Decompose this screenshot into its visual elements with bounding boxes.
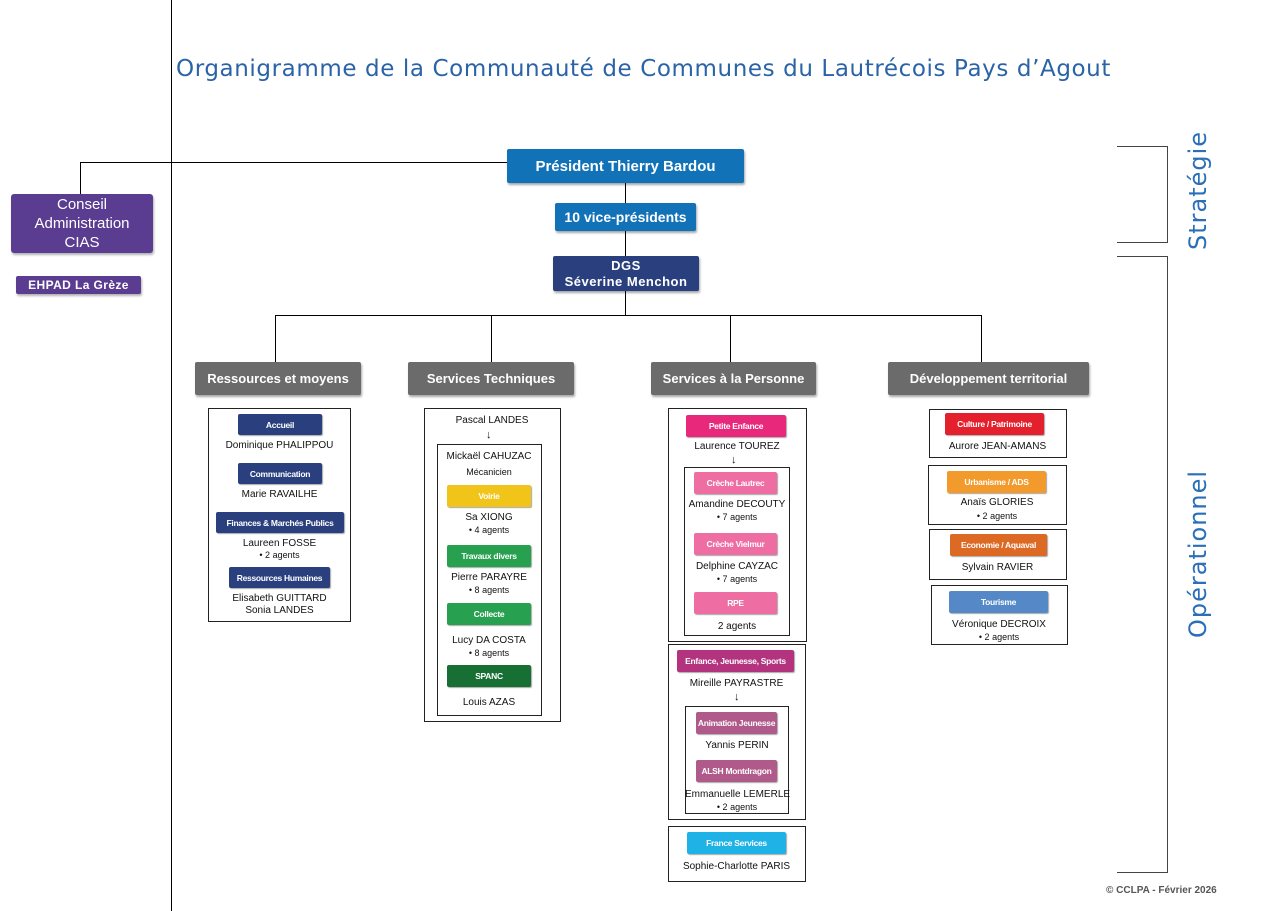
economie-name: Sylvain RAVIER [961, 562, 1034, 573]
connector-conseil-down [80, 162, 81, 194]
strategie-bracket [1117, 146, 1168, 243]
tourisme-agents: • 2 agents [978, 632, 1020, 642]
techniques-head-name: Pascal LANDES [455, 415, 529, 426]
anim-name: Yannis PERIN [705, 740, 769, 751]
creche-vielmur-agents: • 7 agents [716, 574, 758, 584]
chip-collecte: Collecte [447, 603, 531, 625]
chip-culture: Culture / Patrimoine [945, 413, 1044, 435]
ehpad-box: EHPAD La Grèze [16, 276, 141, 294]
petite-enfance-name: Laurence TOUREZ [694, 441, 780, 452]
dgs-name: Séverine Menchon [564, 273, 688, 289]
finances-agents: • 2 agents [259, 550, 300, 560]
arrow-down-icon: ↓ [734, 691, 740, 703]
voirie-name: Sa XIONG [465, 512, 513, 523]
connector-dept-3 [730, 315, 731, 362]
travaux-name: Pierre PARAYRE [451, 572, 527, 583]
connector-dgs-down [625, 291, 626, 315]
conseil-line-3: CIAS [64, 234, 100, 251]
dgs-label: DGS [611, 257, 641, 273]
chip-accueil: Accueil [238, 414, 322, 435]
chip-ressources-humaines: Ressources Humaines [229, 567, 330, 588]
chip-france-services: France Services [687, 832, 786, 854]
finances-name: Laureen FOSSE [242, 538, 317, 549]
connector-dept-2 [491, 315, 492, 362]
dept-ressources: Ressources et moyens [195, 362, 361, 395]
accueil-name: Dominique PHALIPPOU [225, 440, 334, 451]
chip-economie: Economie / Aquaval [950, 534, 1047, 556]
vice-presidents-box: 10 vice-présidents [555, 203, 696, 231]
dgs-box: DGS Séverine Menchon [553, 256, 699, 291]
france-services-name: Sophie-Charlotte PARIS [682, 861, 791, 872]
chip-travaux: Travaux divers [447, 545, 531, 567]
creche-vielmur-name: Delphine CAYZAC [695, 561, 779, 572]
creche-lautrec-agents: • 7 agents [716, 512, 758, 522]
dept-techniques: Services Techniques [408, 362, 574, 395]
collecte-agents: • 8 agents [468, 648, 510, 658]
meca-role: Mécanicien [466, 467, 512, 477]
dept-personne: Services à la Personne [651, 362, 816, 395]
connector-vice-dgs [625, 231, 626, 256]
ejs-name: Mireille PAYRASTRE [689, 678, 784, 689]
alsh-agents: • 2 agents [716, 802, 758, 812]
chip-alsh: ALSH Montdragon [696, 760, 777, 782]
dept-developpement: Développement territorial [888, 362, 1089, 395]
arrow-down-icon: ↓ [486, 429, 492, 441]
ehpad-label: EHPAD La Grèze [28, 277, 129, 292]
page-title: Organigramme de la Communauté de Commune… [176, 56, 1111, 82]
urbanisme-name: Anaïs GLORIES [960, 497, 1034, 508]
voirie-agents: • 4 agents [468, 525, 510, 535]
arrow-down-icon: ↓ [731, 454, 737, 466]
chip-ejs: Enfance, Jeunesse, Sports [677, 650, 794, 672]
rh-name-1: Elisabeth GUITTARD [232, 593, 327, 604]
urbanisme-agents: • 2 agents [976, 511, 1018, 521]
connector-dept-1 [275, 315, 276, 362]
operationnel-label: Opérationnel [1184, 469, 1212, 638]
communication-name: Marie RAVAILHE [241, 489, 318, 500]
chip-creche-vielmur: Crèche Vielmur [694, 533, 777, 555]
chip-spanc: SPANC [447, 665, 531, 687]
connector-dept-4 [981, 315, 982, 362]
conseil-box: Conseil Administration CIAS [11, 194, 153, 253]
collecte-name: Lucy DA COSTA [452, 635, 526, 646]
chip-rpe: RPE [694, 592, 777, 614]
tourisme-name: Véronique DECROIX [952, 619, 1046, 630]
conseil-line-1: Conseil [56, 196, 108, 213]
president-box: Président Thierry Bardou [507, 149, 744, 183]
copyright: © CCLPA - Février 2026 [1106, 885, 1217, 896]
operationnel-bracket [1117, 256, 1168, 873]
culture-name: Aurore JEAN-AMANS [948, 441, 1047, 452]
chip-tourisme: Tourisme [949, 591, 1048, 613]
chip-animation-jeunesse: Animation Jeunesse [696, 712, 777, 734]
chip-communication: Communication [238, 463, 322, 484]
vice-presidents-label: 10 vice-présidents [564, 209, 687, 225]
rh-name-2: Sonia LANDES [245, 605, 314, 616]
meca-name: Mickaël CAHUZAC [446, 451, 532, 462]
spanc-name: Louis AZAS [462, 697, 516, 708]
alsh-name: Emmanuelle LEMERLE [685, 789, 791, 800]
conseil-line-2: Administration [34, 215, 130, 232]
rpe-agents: 2 agents [717, 621, 757, 632]
chip-finances: Finances & Marchés Publics [216, 512, 344, 533]
creche-lautrec-name: Amandine DECOUTY [688, 499, 786, 510]
left-divider [171, 0, 172, 911]
connector-depts [275, 315, 982, 316]
strategie-label: Stratégie [1184, 130, 1212, 250]
chip-urbanisme: Urbanisme / ADS [947, 471, 1046, 493]
connector-president-vice [625, 183, 626, 204]
president-label: Président Thierry Bardou [535, 157, 716, 175]
travaux-agents: • 8 agents [468, 585, 510, 595]
chip-petite-enfance: Petite Enfance [686, 415, 786, 437]
chip-voirie: Voirie [447, 485, 531, 507]
chip-creche-lautrec: Crèche Lautrec [694, 472, 777, 494]
connector-conseil [80, 162, 507, 163]
